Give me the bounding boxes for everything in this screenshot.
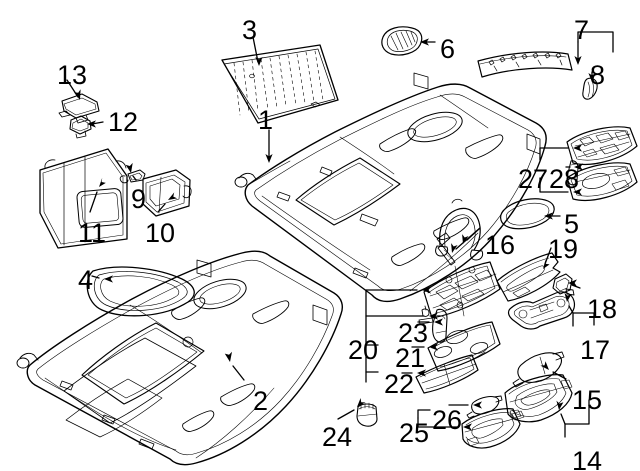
part-lamp-housing-lower: [566, 162, 638, 201]
part-visor-retainer-clip: [119, 169, 146, 184]
part-sun-visor: [39, 148, 128, 249]
callout-13: 13: [57, 60, 88, 90]
callout-20: 20: [348, 335, 379, 365]
part-visor-support-bracket: [142, 169, 192, 217]
part-lamp-housing-upper: [566, 126, 638, 165]
callout-17: 17: [580, 335, 611, 365]
callout-22: 22: [384, 369, 415, 399]
callout-2: 2: [253, 386, 269, 416]
part-knob-fastener: [356, 402, 378, 427]
callout-21: 21: [395, 343, 426, 373]
part-vent-grille-trim: [381, 26, 423, 56]
callout-5: 5: [564, 209, 580, 239]
callout-9: 9: [131, 184, 147, 214]
callout-25: 25: [399, 418, 430, 448]
callout-6: 6: [440, 34, 456, 64]
leader-lines: [66, 31, 614, 438]
part-console-bulb: [418, 305, 448, 343]
part-overhead-console-base: [423, 261, 501, 319]
callout-14: 14: [572, 446, 603, 471]
callout-27: 27: [518, 164, 549, 194]
part-lamp-lens-oval: [500, 198, 555, 230]
callout-10: 10: [145, 218, 176, 248]
part-console-lens: [427, 321, 501, 372]
part-roof-rail-trim: [477, 51, 573, 78]
callout-23: 23: [398, 318, 429, 348]
part-handle-bracket: [507, 291, 576, 330]
callout-18: 18: [587, 294, 618, 324]
callout-4: 4: [78, 265, 94, 295]
callout-19: 19: [548, 234, 579, 264]
callout-28: 28: [549, 164, 580, 194]
callout-3: 3: [242, 15, 258, 45]
part-console-trim-strip: [415, 354, 479, 394]
callout-16: 16: [485, 230, 516, 260]
part-headliner-lower: [16, 250, 343, 466]
part-coat-hook: [58, 93, 100, 124]
part-retainer-clip: [582, 77, 598, 100]
part-hook-clip: [69, 115, 92, 139]
callout-1: 1: [258, 105, 274, 135]
part-assist-grab-handle: [435, 198, 484, 266]
callout-11: 11: [78, 218, 107, 248]
part-lamp-bulb-capsule: [567, 160, 579, 186]
leader-arrowheads: [74, 38, 596, 431]
callout-12: 12: [108, 107, 139, 137]
callout-15: 15: [572, 385, 603, 415]
part-lamp-group-body: [461, 408, 522, 449]
callout-26: 26: [432, 405, 463, 435]
part-sunshade-panel: [221, 44, 339, 124]
callout-7: 7: [574, 15, 590, 45]
callout-8: 8: [590, 60, 606, 90]
callout-24: 24: [322, 422, 353, 452]
part-console-housing-side: [496, 252, 561, 302]
